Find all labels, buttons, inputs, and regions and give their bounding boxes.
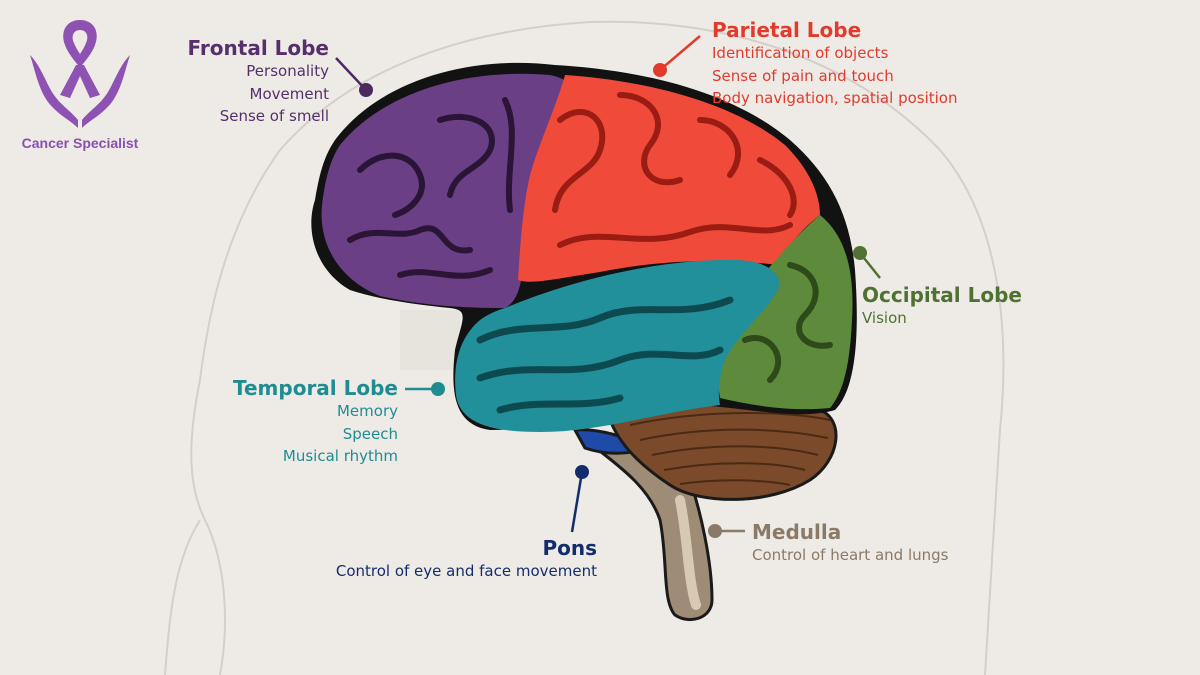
- temporal-function: Memory: [336, 402, 398, 420]
- frontal-function: Personality: [246, 62, 329, 80]
- brainstem-highlight: [675, 495, 701, 610]
- frontal-function: Movement: [249, 84, 329, 103]
- leader-parietal: [653, 35, 701, 77]
- neck-silhouette: [164, 519, 201, 675]
- parietal-lobe-label: Parietal Lobe Identification of objects …: [712, 18, 957, 110]
- occipital-gyri: [742, 262, 833, 383]
- cerebellum-folia: [629, 412, 831, 486]
- parietal-function: Identification of objects: [712, 44, 889, 62]
- left-hand-icon: [30, 55, 78, 128]
- frontal-lobe-label: Frontal Lobe Personality Movement Sense …: [188, 36, 329, 128]
- temporal-function: Musical rhythm: [282, 447, 398, 465]
- background-panel: [400, 310, 460, 370]
- medulla-title: Medulla: [752, 520, 842, 544]
- cancer-ribbon-hands-logo: [30, 20, 130, 128]
- temporal-lobe-title: Temporal Lobe: [233, 376, 398, 400]
- temporal-lobe: [455, 259, 780, 432]
- occipital-lobe-title: Occipital Lobe: [862, 283, 1022, 307]
- parietal-function: Sense of pain and touch: [712, 66, 894, 85]
- parietal-gyri: [552, 92, 797, 248]
- leader-temporal: [405, 382, 445, 396]
- ribbon-icon: [60, 20, 100, 98]
- occipital-lobe: [717, 215, 853, 410]
- leader-occipital: [853, 246, 881, 279]
- pons-function: Control of eye and face movement: [335, 562, 597, 580]
- brand-name: Cancer Specialist: [21, 135, 139, 151]
- leader-pons: [570, 465, 589, 533]
- head-silhouette: [190, 20, 1005, 675]
- leader-medulla: [708, 524, 745, 538]
- frontal-lobe-title: Frontal Lobe: [187, 36, 329, 60]
- medulla-label: Medulla Control of heart and lungs: [752, 520, 948, 567]
- pons-label: Pons Control of eye and face movement: [336, 536, 597, 583]
- pons-title: Pons: [542, 536, 597, 560]
- temporal-function: Speech: [342, 424, 398, 443]
- right-hand-icon: [82, 55, 130, 128]
- temporal-lobe-label: Temporal Lobe Memory Speech Musical rhyt…: [233, 376, 398, 468]
- occipital-lobe-label: Occipital Lobe Vision: [862, 283, 1022, 330]
- frontal-gyri: [347, 97, 515, 279]
- medulla-function: Control of heart and lungs: [752, 546, 949, 564]
- occipital-function: Vision: [862, 309, 907, 327]
- frontal-function: Sense of smell: [219, 107, 329, 125]
- parietal-lobe-title: Parietal Lobe: [712, 18, 862, 42]
- temporal-gyri: [476, 296, 734, 414]
- leader-frontal: [335, 57, 373, 97]
- parietal-function: Body navigation, spatial position: [712, 89, 958, 107]
